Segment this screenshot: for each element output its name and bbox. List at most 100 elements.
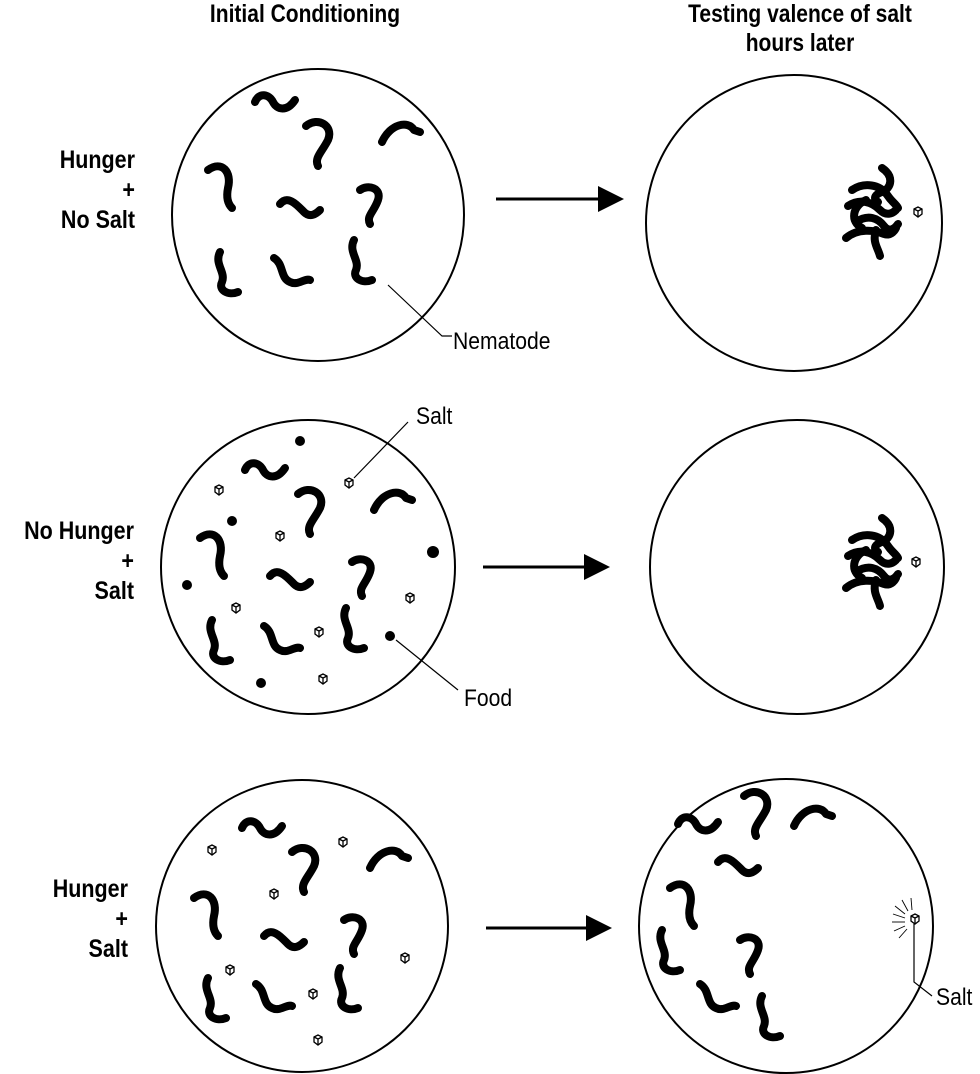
salt-glow-icon [892,897,913,939]
nematode-icon [264,932,304,947]
callout-food: Food [464,685,512,713]
nematode-icon [374,493,412,510]
nematode-icon [344,608,364,649]
nematode-icon [360,187,379,224]
row1-line1: Hunger [59,146,136,174]
nematode-cluster-icon [846,168,898,256]
salt-crystal-icon [313,1034,323,1046]
nematode-leader [387,284,452,337]
salt-crystal-icon [318,673,328,685]
callout-nematode: Nematode [453,328,550,356]
nematode-icon [255,95,295,108]
nematode-icon [344,917,363,954]
dish-row1-initial [171,68,465,362]
callout-salt-bottom-text: Salt [936,984,973,1011]
nematode-icon [370,851,408,868]
callout-salt-top-text: Salt [416,403,453,430]
nematode-cluster-icon [846,518,898,606]
food-leader [395,639,459,691]
salt-top-leader [353,421,409,479]
dish-row3-test [638,778,934,1074]
nematode-icon [670,884,694,926]
nematode-icon [218,252,238,293]
nematode-icon [700,984,736,1009]
nematode-icon [660,930,680,971]
salt-crystal-icon [231,602,241,614]
nematode-icon [718,858,758,873]
dish-row2-test [649,419,945,715]
salt-bottom-leader [913,924,933,997]
nematode-icon [274,258,310,283]
callout-nematode-text: Nematode [453,328,551,355]
salt-crystal-icon [913,206,923,218]
nematode-icon [352,240,372,281]
food-pellet-icon [385,631,395,641]
row-label-2: No Hunger + Salt [19,516,134,606]
nematode-icon [306,122,329,166]
header-testing-line2: hours later [745,29,855,57]
nematode-icon [270,572,310,587]
nematode-icon [382,125,420,142]
nematode-icon [245,463,285,476]
row-label-3: Hunger + Salt [18,874,128,964]
right-arrow-icon [486,915,612,941]
nematode-icon [264,626,300,651]
salt-crystal-icon [275,530,285,542]
food-pellet-icon [295,436,305,446]
nematode-icon [760,996,780,1037]
header-initial-conditioning: Initial Conditioning [175,0,435,29]
row3-line3: Salt [88,935,128,963]
nematode-icon [352,559,371,596]
right-arrow-icon [496,186,624,212]
callout-salt-bottom: Salt [936,984,972,1012]
food-pellet-icon [182,580,192,590]
nematode-icon [200,534,224,576]
row2-line3: Salt [94,577,134,605]
nematode-icon [210,620,230,661]
nematode-icon [280,200,320,215]
nematode-icon [256,984,292,1009]
nematode-icon [794,809,832,826]
nematode-icon [740,937,759,974]
row3-line2: + [115,905,128,933]
callout-salt-top: Salt [416,403,452,431]
row1-line2: + [122,176,135,204]
salt-crystal-icon [910,913,920,925]
food-pellet-icon [427,546,439,558]
salt-crystal-icon [911,556,921,568]
right-arrow-icon [483,554,610,580]
nematode-icon [298,490,321,534]
header-testing-line1: Testing valence of salt [688,0,912,28]
callout-food-text: Food [464,685,513,712]
salt-crystal-icon [214,484,224,496]
dish-row1-test [645,74,943,372]
nematode-icon [678,817,718,830]
salt-crystal-icon [308,988,318,1000]
nematode-icon [206,978,226,1019]
nematode-icon [208,166,232,208]
row-label-1: Hunger + No Salt [19,145,135,235]
salt-crystal-icon [225,964,235,976]
row2-line1: No Hunger [24,517,134,545]
dish-row2-initial [160,419,456,715]
food-pellet-icon [256,678,266,688]
header-initial-text: Initial Conditioning [209,0,401,28]
dish-row3-initial [155,779,449,1073]
nematode-icon [194,894,218,936]
nematode-icon [292,848,315,892]
food-pellet-icon [227,516,237,526]
salt-crystal-icon [400,952,410,964]
row1-line3: No Salt [60,206,135,234]
nematode-icon [242,821,282,834]
salt-crystal-icon [344,477,354,489]
row3-line1: Hunger [52,875,128,903]
salt-crystal-icon [207,844,217,856]
row2-line2: + [121,547,134,575]
salt-crystal-icon [338,836,348,848]
salt-crystal-icon [405,592,415,604]
header-testing-valence: Testing valence of salt hours later [649,0,951,58]
salt-crystal-icon [314,626,324,638]
salt-crystal-icon [269,888,279,900]
